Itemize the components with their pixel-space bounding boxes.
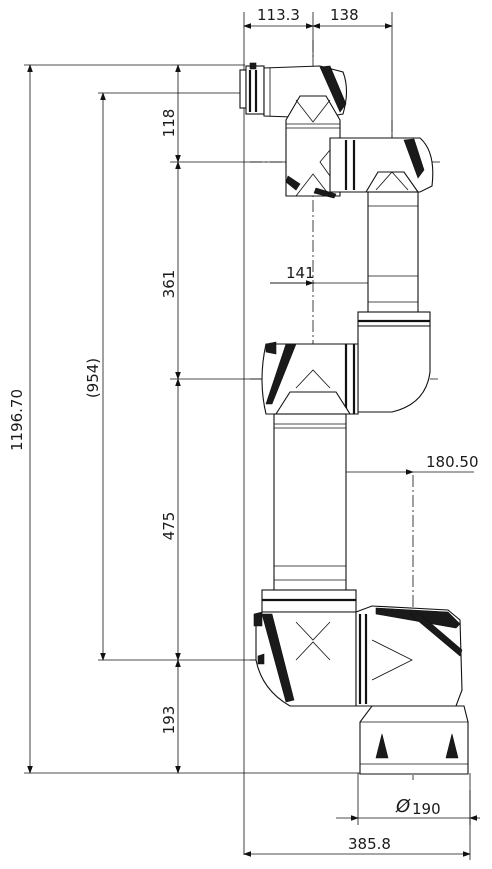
dim-segment-118: 118 <box>160 109 178 138</box>
dim-base-diameter: 190 <box>412 800 441 818</box>
dimension-lines <box>24 12 480 860</box>
dim-total-height: 1196.70 <box>8 389 26 451</box>
shoulder-joint <box>253 611 357 707</box>
dim-base-width: 385.8 <box>348 835 391 853</box>
dim-top-left: 113.3 <box>257 6 300 24</box>
dim-offset-141: 141 <box>286 264 315 282</box>
elbow-joint <box>261 325 431 415</box>
dim-offset-180: 180.50 <box>426 453 479 471</box>
dim-segment-475: 475 <box>160 512 178 541</box>
forearm-link <box>357 191 431 327</box>
dimension-labels: 113.3 138 1196.70 (954) 118 361 475 193 … <box>8 6 479 853</box>
upper-arm-link <box>261 413 357 613</box>
diameter-symbol: Ø <box>395 796 411 817</box>
robot-arm <box>239 62 469 775</box>
dim-reach: (954) <box>84 358 102 398</box>
dim-segment-361: 361 <box>160 270 178 299</box>
dim-top-right: 138 <box>330 6 359 24</box>
wrist-1-joint <box>319 137 434 193</box>
base-joint <box>355 605 469 775</box>
dim-segment-193: 193 <box>160 706 178 735</box>
